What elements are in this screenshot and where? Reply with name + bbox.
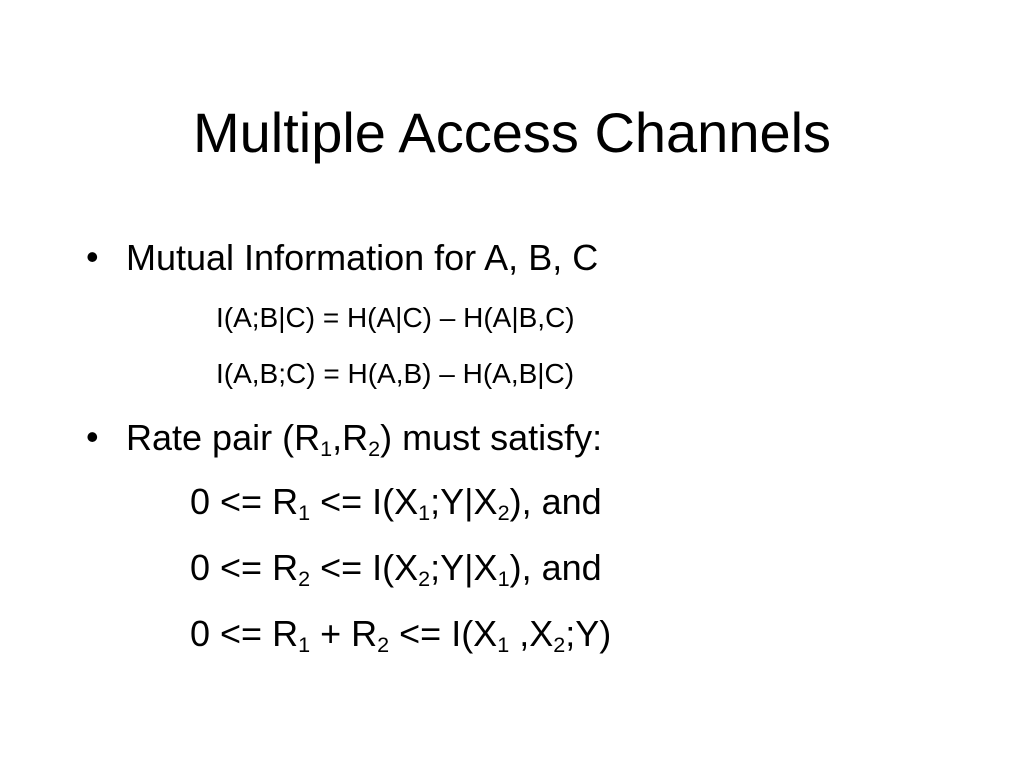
text-segment: 0 <= R [190,481,299,522]
text-segment: ), and [509,481,602,522]
text-segment: <= I(X [310,481,419,522]
text-segment: 0 <= R [190,547,299,588]
slide-title: Multiple Access Channels [192,101,832,164]
text-segment: ,R [332,417,369,458]
subscript: 1 [298,500,311,526]
text-segment: 0 <= R [190,613,299,654]
text-segment: ;Y|X [430,547,498,588]
text-segment: ;Y|X [430,481,498,522]
bullet-marker-1: • [86,236,99,277]
equation-rate-bound-1: 0 <= R1 <= I(X1;Y|X2), and [190,480,602,524]
text-segment: <= I(X [310,547,419,588]
subscript: 2 [377,632,390,658]
equation-rate-sum-bound: 0 <= R1 + R2 <= I(X1 ,X2;Y) [190,612,611,656]
subscript: 2 [368,436,381,462]
equation-mutual-info-1: I(A;B|C) = H(A|C) – H(A|B,C) [216,302,575,333]
text-segment: + R [310,613,378,654]
bullet-marker-2: • [86,416,99,457]
subscript: 1 [418,500,431,526]
subscript: 2 [497,500,510,526]
subscript: 2 [418,566,431,592]
text-segment: ;Y) [565,613,612,654]
subscript: 1 [497,632,510,658]
subscript: 2 [553,632,566,658]
text-segment: <= I(X [389,613,498,654]
text-segment: ,X [509,613,554,654]
subscript: 1 [298,632,311,658]
subscript: 1 [497,566,510,592]
text-segment: ), and [509,547,602,588]
text-segment: ) must satisfy: [380,417,603,458]
equation-rate-bound-2: 0 <= R2 <= I(X2;Y|X1), and [190,546,602,590]
text-segment: Rate pair (R [126,417,321,458]
subscript: 2 [298,566,311,592]
equation-mutual-info-2: I(A,B;C) = H(A,B) – H(A,B|C) [216,358,575,389]
subscript: 1 [320,436,333,462]
bullet-text-mutual-information: Mutual Information for A, B, C [126,237,599,278]
bullet-text-rate-pair: Rate pair (R1,R2) must satisfy: [126,416,602,460]
